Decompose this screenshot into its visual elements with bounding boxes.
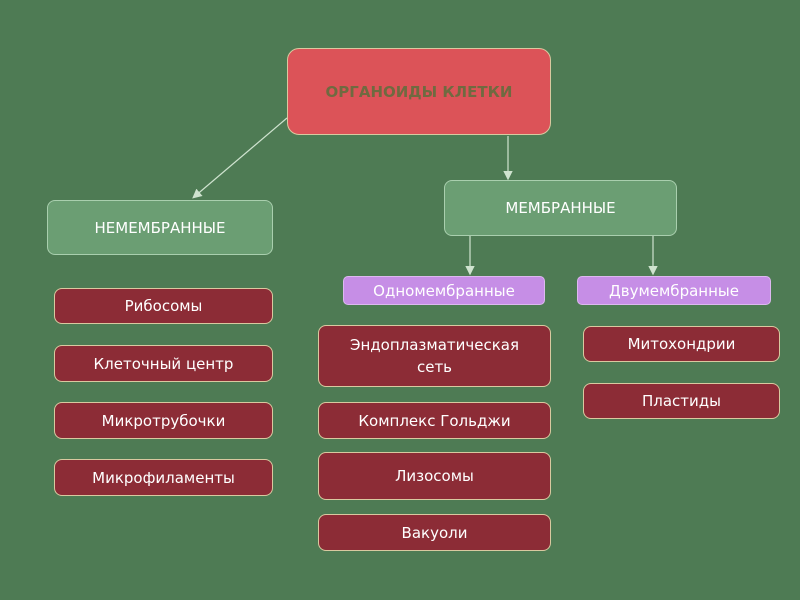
item-microtubules: Микротрубочки — [54, 402, 273, 439]
item-er: Эндоплазматическая сеть — [318, 325, 551, 387]
double-membrane-node: Двумембранные — [577, 276, 771, 305]
item-vacuoles: Вакуоли — [318, 514, 551, 551]
item-plastids: Пластиды — [583, 383, 780, 419]
item-mitochondria: Митохондрии — [583, 326, 780, 362]
single-membrane-node: Одномембранные — [343, 276, 545, 305]
item-ribosomes: Рибосомы — [54, 288, 273, 324]
item-cell-center: Клеточный центр — [54, 345, 273, 382]
item-golgi: Комплекс Гольджи — [318, 402, 551, 439]
arrow-root-to-nonmembrane — [192, 117, 288, 199]
item-microfilaments: Микрофиламенты — [54, 459, 273, 496]
root-node: ОРГАНОИДЫ КЛЕТКИ — [287, 48, 551, 135]
membrane-node: МЕМБРАННЫЕ — [444, 180, 677, 236]
nonmembrane-node: НЕМЕМБРАННЫЕ — [47, 200, 273, 255]
item-lysosomes: Лизосомы — [318, 452, 551, 500]
